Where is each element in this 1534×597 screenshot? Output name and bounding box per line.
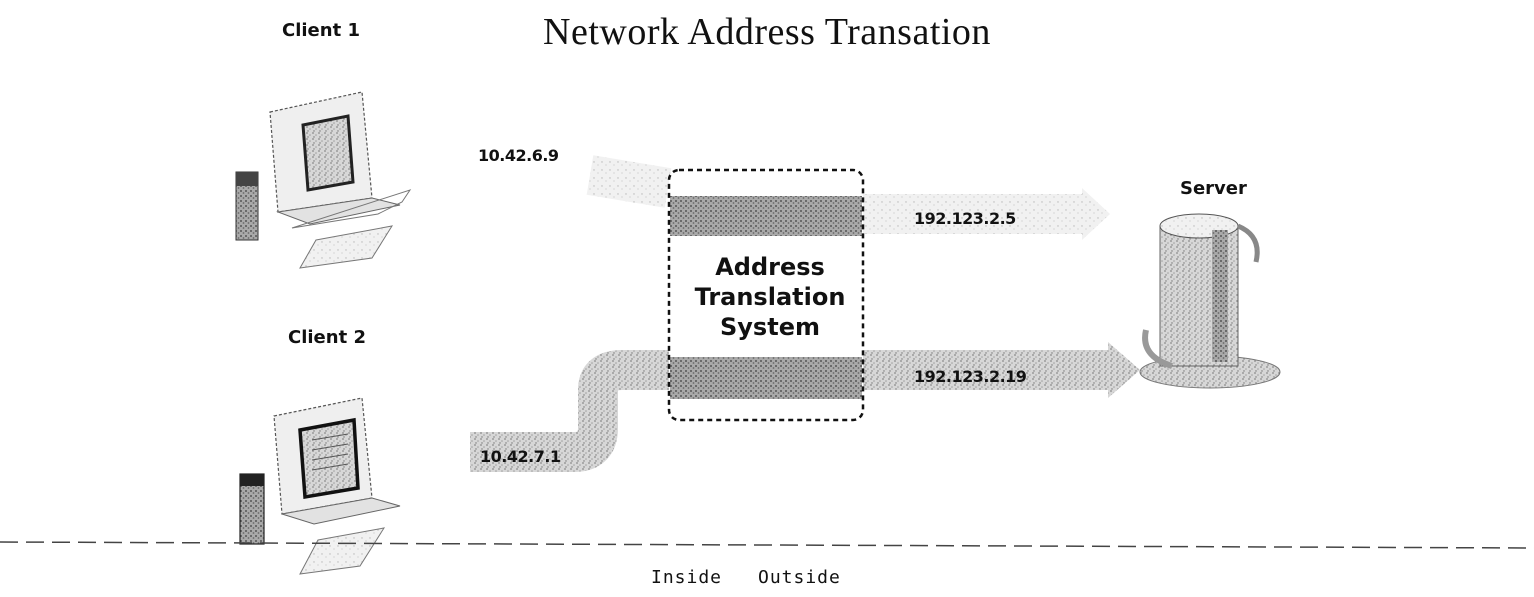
inside-outside-boundary bbox=[0, 541, 1534, 549]
client2-computer-icon bbox=[239, 397, 401, 575]
translation-system-label: Address Translation System bbox=[694, 253, 846, 341]
translation-band-2 bbox=[670, 357, 862, 399]
client1-computer-icon bbox=[235, 91, 412, 269]
client1-label: Client 1 bbox=[282, 20, 360, 41]
client1-ip: 10.42.6.9 bbox=[478, 146, 559, 165]
client2-label: Client 2 bbox=[288, 327, 366, 348]
server-icon bbox=[1139, 213, 1281, 389]
page-title: Network Address Transation bbox=[543, 11, 991, 53]
server-label: Server bbox=[1180, 178, 1247, 199]
client1-flow-arrow bbox=[586, 155, 1110, 240]
address-translation-box bbox=[667, 168, 865, 422]
outside-ip-2: 192.123.2.19 bbox=[914, 367, 1027, 386]
outside-label: Outside bbox=[758, 567, 841, 588]
translation-band-1 bbox=[670, 196, 862, 236]
client2-ip: 10.42.7.1 bbox=[480, 447, 561, 466]
inside-label: Inside bbox=[651, 567, 723, 588]
outside-ip-1: 192.123.2.5 bbox=[914, 209, 1016, 228]
client2-flow-arrow bbox=[470, 342, 1140, 472]
